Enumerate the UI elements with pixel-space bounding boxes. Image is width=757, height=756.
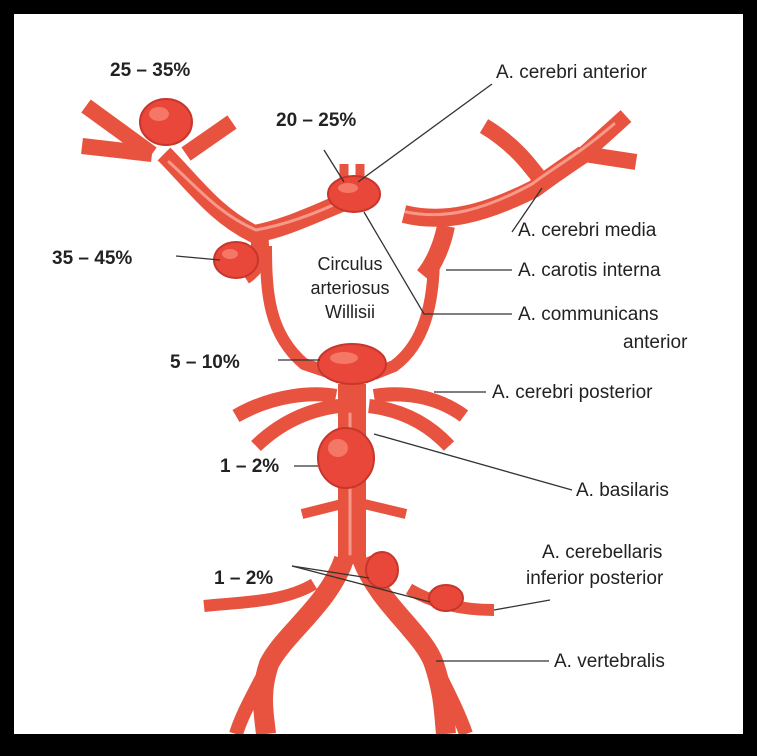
aneurysm-vertebral [366,552,398,588]
right-pca-lower [369,406,449,446]
circle-label-3: Willisii [325,302,375,322]
circle-label-2: arteriosus [310,278,389,298]
right-mca-trunk [404,154,584,218]
pct-basilar-trunk: 1 – 2% [220,456,279,477]
label-pica-1: A. cerebellaris [542,542,662,563]
pct-acom: 20 – 25% [276,110,356,131]
label-acom-1: A. communicans [518,304,658,325]
circle-of-willis-diagram: 25 – 35% 20 – 25% 35 – 45% 5 – 10% 1 – 2… [14,14,743,742]
label-vertebral: A. vertebralis [554,651,665,672]
label-basilar: A. basilaris [576,480,669,501]
aneurysm-ica [214,242,258,278]
aneurysm-basilar-tip [318,344,386,384]
leader-basilar [374,434,572,490]
pct-basilar-tip: 5 – 10% [170,352,240,373]
label-acom-2: anterior [623,332,688,353]
aneurysm-pica [429,585,463,611]
right-mca-branch-c [584,154,636,162]
pct-mca: 25 – 35% [110,60,190,81]
left-mca-trunk [164,154,344,234]
leader-pica [494,600,550,610]
pct-ica: 35 – 45% [52,248,132,269]
aneurysm-acom [328,176,380,212]
aneurysm-basilar-trunk [318,428,374,488]
leader-aca [358,84,492,182]
label-mca: A. cerebri media [518,220,657,241]
left-mca-branch-right [186,122,232,154]
diagram-frame: 25 – 35% 20 – 25% 35 – 45% 5 – 10% 1 – 2… [14,14,743,742]
label-ica: A. carotis interna [518,260,661,281]
basilar-branch-left [302,504,342,514]
aneurysm-mca [140,99,192,145]
basilar-branch-right [364,504,406,514]
circle-label-1: Circulus [317,254,382,274]
pct-vertebral-pica: 1 – 2% [214,568,273,589]
label-aca: A. cerebri anterior [496,62,648,83]
right-mca-branch-a [484,126,544,184]
label-pica-2: inferior posterior [526,568,664,589]
label-pca: A. cerebri posterior [492,382,653,403]
left-mca-branch-lower [82,146,152,154]
